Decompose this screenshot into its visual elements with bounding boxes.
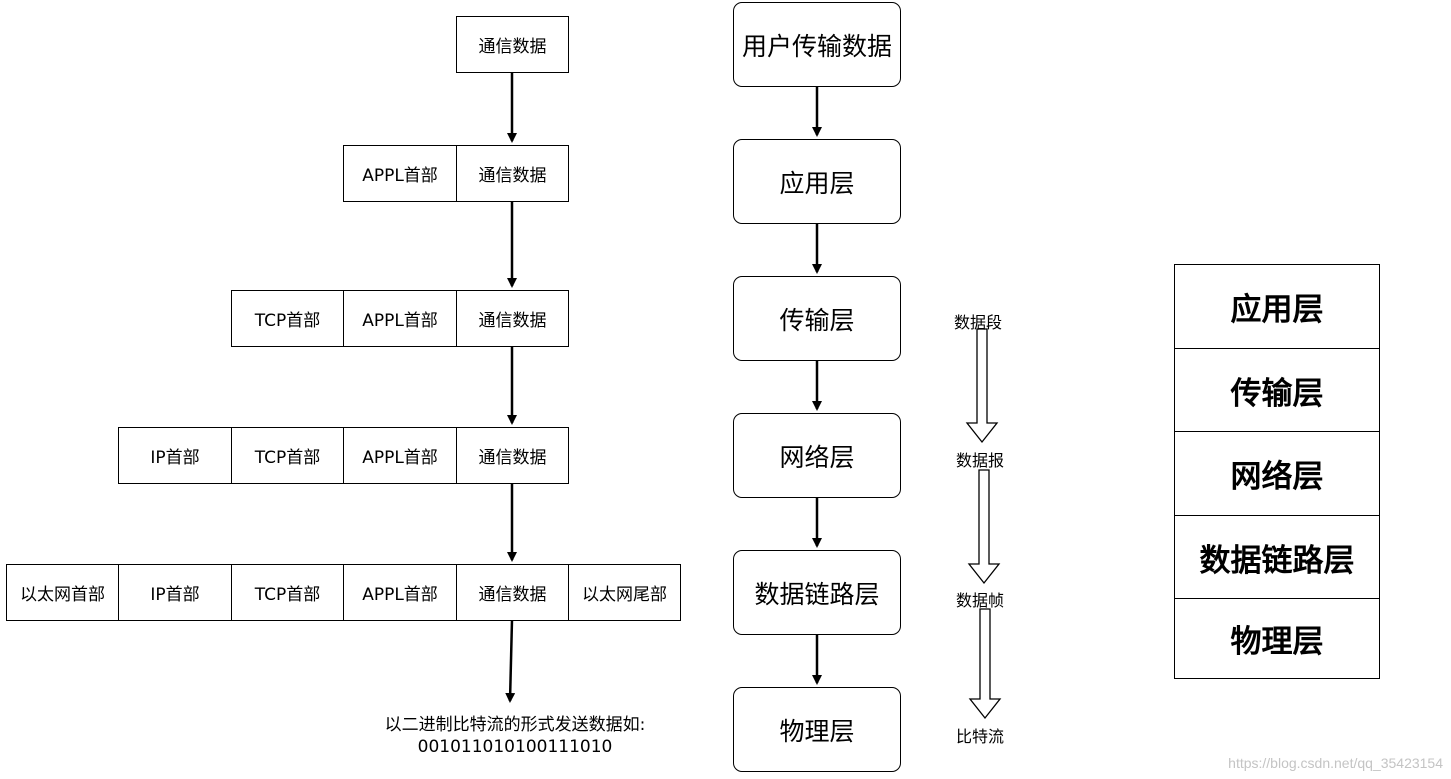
packet-cell-ip-header: IP首部 bbox=[118, 564, 232, 621]
packet-cell-ethernet-header: 以太网首部 bbox=[6, 564, 119, 621]
packet-cell-ethernet-trailer: 以太网尾部 bbox=[568, 564, 681, 621]
packet-cell-data: 通信数据 bbox=[456, 427, 569, 484]
layer-box-application: 应用层 bbox=[733, 139, 901, 224]
stack-row-physical: 物理层 bbox=[1175, 598, 1379, 677]
layer-stack: 应用层 传输层 网络层 数据链路层 物理层 bbox=[1174, 264, 1380, 679]
layer-box-user-data: 用户传输数据 bbox=[733, 2, 901, 87]
binary-note-bits: 001011010100111010 bbox=[417, 737, 613, 757]
layer-box-physical: 物理层 bbox=[733, 687, 901, 772]
unit-label-datagram: 数据报 bbox=[956, 451, 1005, 470]
unit-label-bitstream: 比特流 bbox=[956, 727, 1005, 746]
unit-label-frame: 数据帧 bbox=[956, 591, 1005, 610]
encap-arrow-5 bbox=[505, 619, 516, 703]
packet-cell-appl-header: APPL首部 bbox=[343, 145, 457, 202]
packet-cell-data: 通信数据 bbox=[456, 16, 569, 73]
packet-cell-appl-header: APPL首部 bbox=[343, 290, 457, 347]
packet-cell-tcp-header: TCP首部 bbox=[231, 564, 344, 621]
packet-cell-appl-header: APPL首部 bbox=[343, 564, 457, 621]
stack-row-application: 应用层 bbox=[1230, 292, 1324, 328]
stack-row-transport: 传输层 bbox=[1175, 348, 1379, 431]
binary-note-caption: 以二进制比特流的形式发送数据如: bbox=[384, 715, 646, 735]
binary-stream-note: 以二进制比特流的形式发送数据如: 001011010100111010 bbox=[330, 714, 700, 758]
packet-cell-ip-header: IP首部 bbox=[118, 427, 232, 484]
stack-row-network: 网络层 bbox=[1175, 431, 1379, 515]
layer-box-data-link: 数据链路层 bbox=[733, 550, 901, 635]
unit-label-segment: 数据段 bbox=[954, 313, 1003, 332]
packet-cell-data: 通信数据 bbox=[456, 145, 569, 202]
packet-cell-data: 通信数据 bbox=[456, 564, 569, 621]
stack-row-data-link: 数据链路层 bbox=[1175, 515, 1379, 598]
hollow-arrow-1 bbox=[965, 328, 999, 444]
packet-cell-tcp-header: TCP首部 bbox=[231, 427, 344, 484]
packet-cell-appl-header: APPL首部 bbox=[343, 427, 457, 484]
hollow-arrow-2 bbox=[967, 469, 1001, 585]
hollow-arrow-3 bbox=[968, 608, 1002, 720]
packet-cell-tcp-header: TCP首部 bbox=[231, 290, 344, 347]
layer-box-transport: 传输层 bbox=[733, 276, 901, 361]
watermark: https://blog.csdn.net/qq_35423154 bbox=[1228, 755, 1443, 771]
packet-cell-data: 通信数据 bbox=[456, 290, 569, 347]
layer-box-network: 网络层 bbox=[733, 413, 901, 498]
